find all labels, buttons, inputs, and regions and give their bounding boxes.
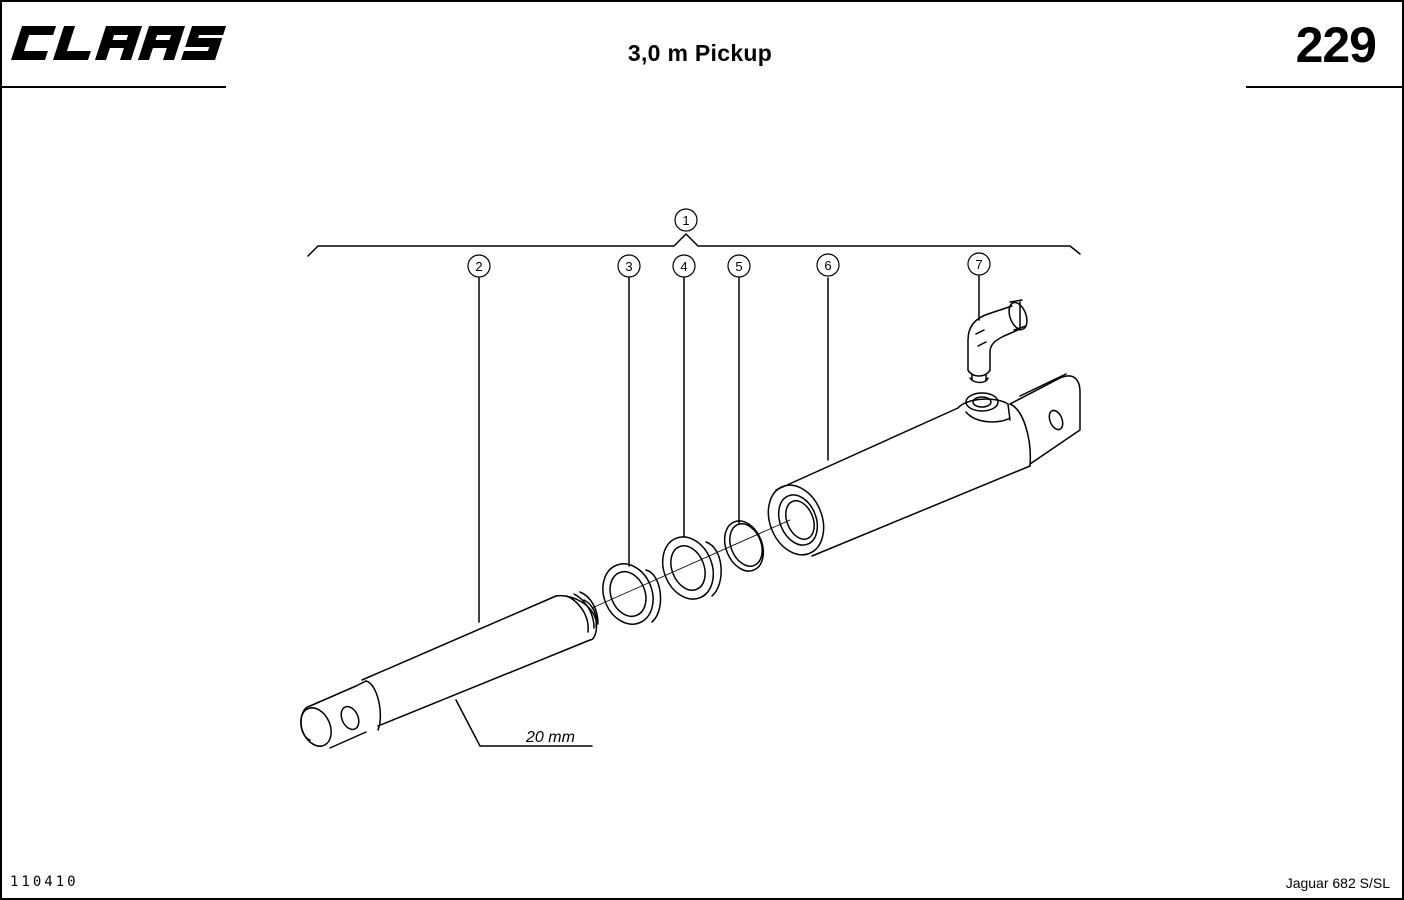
guide-ring-part-4	[661, 536, 722, 600]
callout-circle-3	[617, 254, 641, 278]
callout-circle-4	[672, 254, 696, 278]
logo-underline	[0, 86, 226, 88]
piston-rod-part-2	[300, 591, 599, 749]
callout-label-2: 2	[475, 259, 482, 274]
callout-circle-6	[816, 253, 840, 277]
callout-label-5: 5	[735, 259, 742, 274]
snap-ring-part-5	[723, 520, 765, 572]
callout-circle-7	[967, 252, 991, 276]
rod-diameter-label: 20 mm	[525, 729, 575, 746]
callout-label-6: 6	[824, 258, 831, 273]
callout-circle-5	[727, 254, 751, 278]
elbow-fitting-part-7	[967, 299, 1028, 384]
callout-circle-2	[467, 254, 491, 278]
drawing-number: 110410	[10, 874, 79, 890]
callout-label-1: 1	[682, 213, 689, 228]
assembly-brace	[307, 233, 1081, 257]
callout-label-7: 7	[975, 257, 982, 272]
callout-circle-1	[674, 208, 698, 232]
seal-ring-part-3	[602, 563, 662, 625]
dimension-leader	[455, 699, 593, 747]
claas-logo	[6, 20, 228, 90]
page-number-underline	[1246, 86, 1404, 88]
machine-model: Jaguar 682 S/SL	[1285, 875, 1390, 891]
callout-label-4: 4	[680, 259, 687, 274]
cylinder-tube-part-6	[767, 373, 1081, 557]
claas-logo-icon	[11, 26, 227, 60]
page-number: 229	[1295, 17, 1377, 73]
page-title: 3,0 m Pickup	[627, 40, 773, 66]
callout-label-3: 3	[625, 259, 632, 274]
